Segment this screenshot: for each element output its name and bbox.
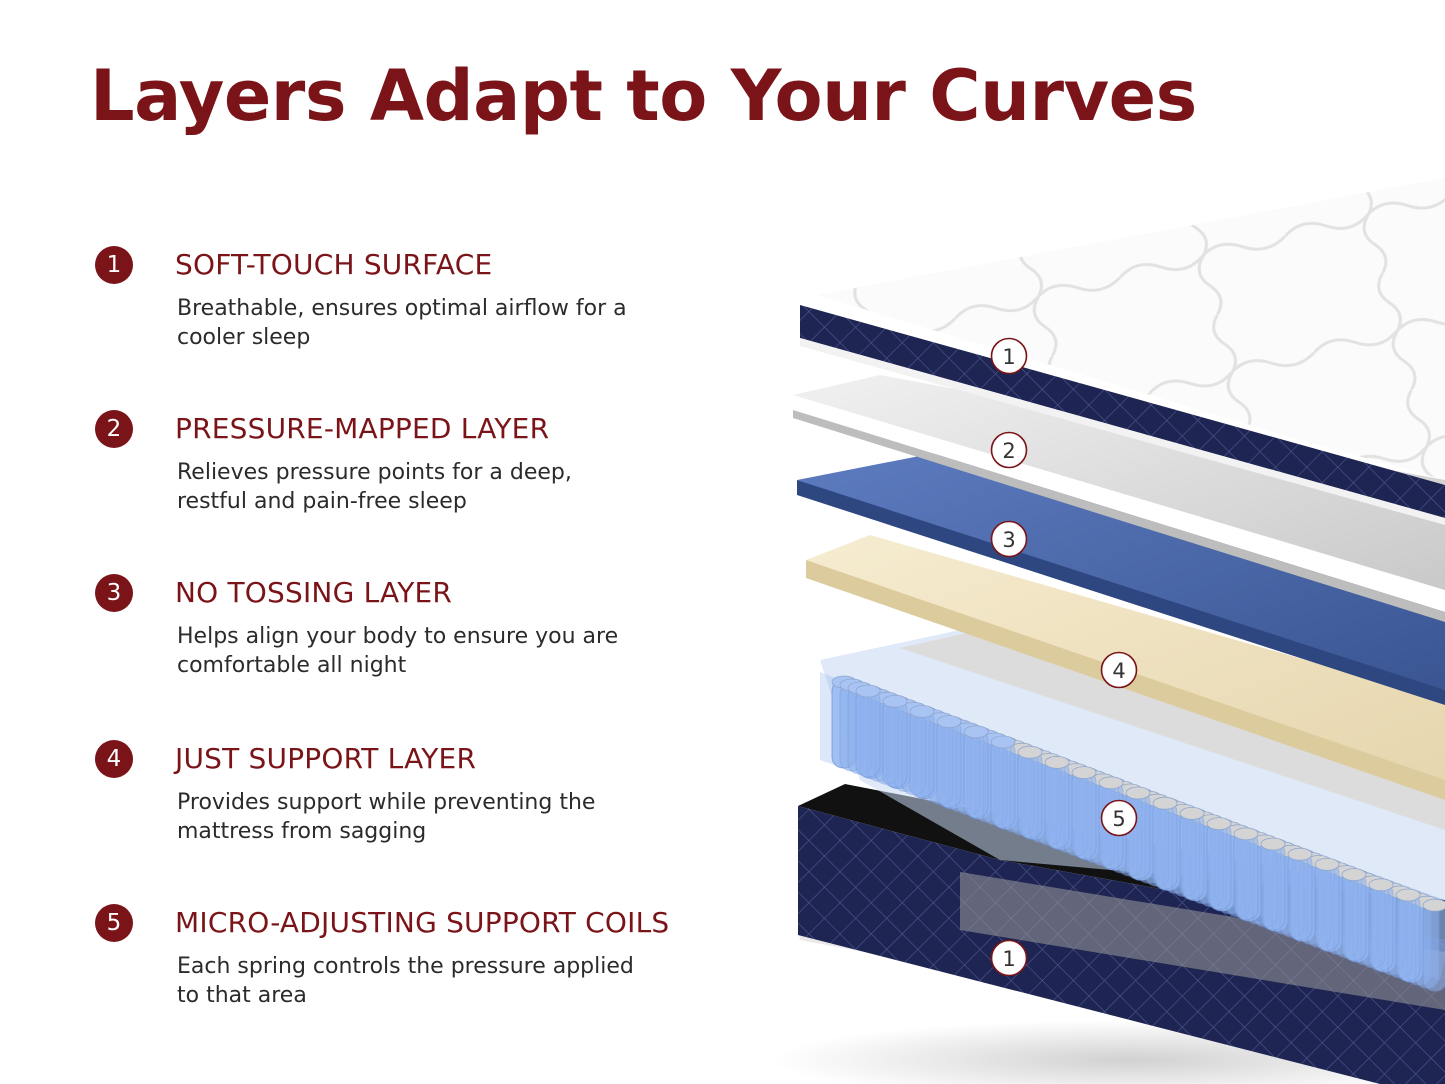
coil-spring [1152, 800, 1178, 890]
marker-label: 2 [1002, 439, 1015, 463]
coil-spring [963, 729, 989, 819]
coil-cap [1395, 888, 1421, 902]
coil-spring [1179, 811, 1205, 900]
coil-spring [1017, 749, 1043, 839]
coil-cap [1368, 878, 1394, 892]
coil-spring [1395, 892, 1421, 982]
pressure-mapped-foam-layer [793, 375, 1445, 622]
page-title: Layers Adapt to Your Curves [90, 55, 1197, 137]
coil-spring [1368, 882, 1394, 972]
coil-cap [1071, 766, 1097, 779]
coil-spring [936, 719, 962, 808]
coil-cap [855, 684, 881, 698]
coil-cap [882, 694, 908, 708]
mattress-layers-illustration: 1 2 3 4 5 1 [770, 170, 1445, 1084]
coil-cap [990, 735, 1016, 749]
marker-label: 4 [1112, 659, 1125, 683]
coil-cap [1314, 858, 1340, 871]
coil-spring [990, 739, 1016, 829]
feature-description: Relieves pressure points for a deep, res… [177, 460, 572, 514]
number-badge: 5 [95, 904, 133, 942]
layer-marker-4: 4 [1100, 651, 1138, 689]
feature-description: Each spring controls the pressure applie… [177, 954, 634, 1008]
layer-marker-1-bottom: 1 [990, 939, 1028, 977]
layer-marker-1-top: 1 [990, 337, 1028, 375]
number-badge: 4 [95, 740, 133, 778]
layer-marker-3: 3 [990, 520, 1028, 558]
coil-spring [1071, 770, 1097, 859]
feature-title: MICRO-ADJUSTING SUPPORT COILS [175, 906, 670, 939]
coil-spring [1233, 831, 1259, 921]
coil-cap [1044, 756, 1070, 769]
marker-label: 3 [1002, 528, 1015, 552]
coil-cap [1206, 817, 1232, 830]
coil-spring [855, 688, 881, 778]
marker-label: 5 [1112, 807, 1125, 831]
coil-cap [1179, 807, 1205, 820]
coil-cap [963, 725, 989, 739]
coil-cap [1341, 868, 1367, 881]
coil-cap [1152, 796, 1178, 810]
number-badge: 3 [95, 574, 133, 612]
coil-cap [1233, 827, 1259, 841]
coil-cap [909, 705, 935, 718]
marker-label: 1 [1002, 345, 1015, 369]
layer-marker-2: 2 [990, 431, 1028, 469]
coil-cap [936, 715, 962, 728]
soft-touch-surface-layer [800, 170, 1445, 525]
coil-cap [1260, 837, 1286, 851]
feature-description: Provides support while preventing the ma… [177, 790, 596, 844]
coil-spring [1422, 902, 1445, 992]
feature-title: NO TOSSING LAYER [175, 576, 453, 609]
feature-title: PRESSURE-MAPPED LAYER [175, 412, 550, 445]
coil-cap [1422, 898, 1445, 912]
coil-spring [882, 698, 908, 788]
marker-label: 1 [1002, 947, 1015, 971]
coil-spring [1341, 872, 1367, 961]
layer-marker-5: 5 [1100, 799, 1138, 837]
coil-spring [1260, 841, 1286, 931]
coil-spring [909, 709, 935, 798]
coil-cap [1017, 745, 1043, 759]
coil-spring [1206, 821, 1232, 910]
number-badge: 1 [95, 246, 133, 284]
coil-cap [1125, 786, 1151, 800]
coil-cap [1098, 776, 1124, 790]
number-badge: 2 [95, 410, 133, 448]
coil-spring [1287, 851, 1313, 941]
feature-description: Helps align your body to ensure you are … [177, 624, 619, 678]
coil-cap [1287, 847, 1313, 861]
no-tossing-foam-layer [797, 452, 1445, 705]
feature-title: SOFT-TOUCH SURFACE [175, 248, 493, 281]
coil-spring [1314, 862, 1340, 951]
feature-title: JUST SUPPORT LAYER [175, 742, 477, 775]
coil-spring [1044, 760, 1070, 849]
feature-description: Breathable, ensures optimal airflow for … [177, 296, 627, 350]
